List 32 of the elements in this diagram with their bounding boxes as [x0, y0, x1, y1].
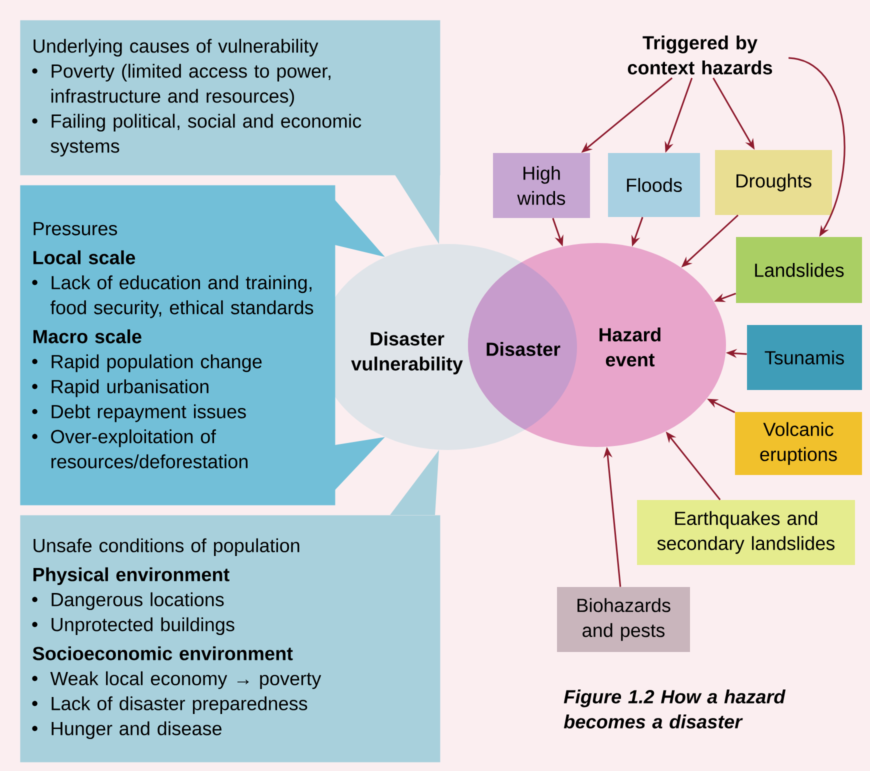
panel-heading: Underlying causes of vulnerability	[34, 38, 318, 57]
hazard-box: Volcanic eruptions	[735, 412, 862, 475]
bullet-item: Rapid population change	[32, 354, 262, 372]
bullet-item: Debt repayment issues	[32, 404, 246, 422]
hazard-box: Floods	[608, 153, 700, 217]
speech-bubble	[20, 450, 440, 762]
bullet-item: Failing political, social and economic systems	[32, 114, 362, 157]
hazard-box: Biohazards and pests	[557, 587, 690, 652]
hazard-box: Tsunamis	[747, 325, 862, 390]
bullet-item: Lack of disaster preparedness	[32, 696, 308, 714]
hazard-box: Earthquakes and secondary landslides	[637, 500, 855, 565]
bullet-item: Lack of education and training, food security, ethical standards	[32, 275, 314, 318]
subheading: Macro scale	[33, 329, 142, 344]
bullet-item: Over-exploitation of resources/deforestation	[32, 429, 248, 468]
hazard-box: Landslides	[736, 237, 862, 303]
hazard-box: Droughts	[715, 150, 832, 215]
speech-bubble	[20, 20, 440, 244]
heading-text: Triggered by context hazards	[628, 36, 772, 74]
panel-heading: Pressures	[34, 222, 118, 236]
bullet-item: Unprotected buildings	[32, 617, 234, 636]
bullet-item: Dangerous locations	[32, 592, 224, 610]
subheading: Physical environment	[33, 567, 230, 586]
bullet-item: Hunger and disease	[32, 721, 222, 740]
bullet-item: Weak local economy → poverty	[32, 671, 322, 690]
bullet-item: Poverty (limited access to power, infrastructure and resources)	[32, 64, 330, 107]
hazard-box: High winds	[493, 153, 590, 218]
panel-heading: Unsafe conditions of population	[34, 538, 300, 556]
subheading: Socioeconomic environment	[32, 646, 293, 660]
bullet-item: Rapid urbanisation	[32, 379, 208, 398]
figure-caption: Figure 1.2 How a hazard becomes a disaster	[564, 690, 786, 728]
subheading: Local scale	[33, 250, 136, 264]
overlap-region: Disaster	[486, 342, 560, 356]
